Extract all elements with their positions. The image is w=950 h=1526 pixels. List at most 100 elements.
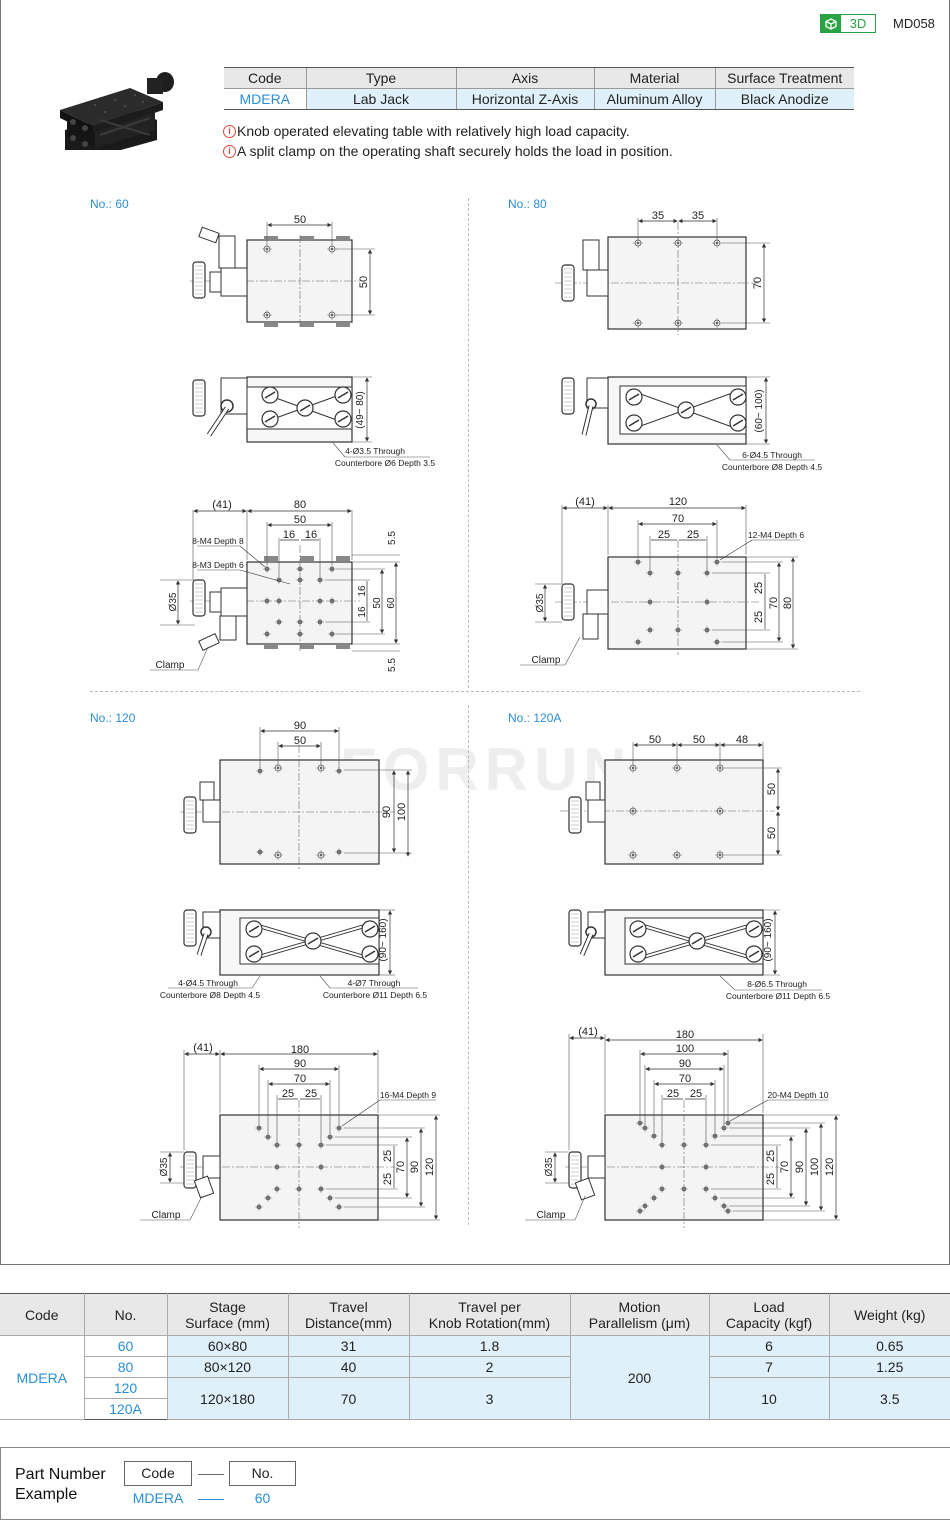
svg-text:70: 70 (294, 1073, 306, 1085)
svg-text:50: 50 (294, 735, 306, 747)
drawing-label-80: No.: 80 (508, 197, 547, 211)
svg-text:35: 35 (652, 210, 664, 222)
svg-text:Clamp: Clamp (532, 655, 561, 666)
svg-text:25: 25 (765, 1150, 777, 1162)
spec-header-material: Material (593, 67, 715, 89)
cell-surface: 80×120 (166, 1356, 289, 1378)
part-number-example: Part Number Example Code No. MDERA 60 (0, 1447, 950, 1520)
svg-text:8-M3 Depth 6: 8-M3 Depth 6 (192, 560, 244, 570)
separator (198, 1474, 224, 1475)
header-code: Code (0, 1293, 85, 1336)
separator (198, 1499, 224, 1500)
svg-text:50: 50 (372, 597, 383, 609)
drawing-120-bottom: (41) 180 90 70 25 25 16-M4 Depth 9 Ø35 C… (140, 1042, 440, 1228)
info-icon: i (223, 124, 236, 138)
drawing-120-top: 90 50 90 100 (180, 720, 412, 870)
svg-text:16: 16 (305, 529, 317, 541)
drawing-80-bottom: (41) 120 70 25 25 12-M4 Depth 6 Ø35 Clam… (520, 496, 804, 666)
cell-no: 60 (83, 1335, 168, 1357)
cell-travel: 31 (287, 1335, 410, 1357)
divider (90, 691, 860, 692)
svg-text:5.5: 5.5 (387, 658, 398, 672)
svg-text:70: 70 (779, 1161, 791, 1173)
svg-text:Ø35: Ø35 (168, 592, 179, 611)
drawing-80-top: 35 35 70 (555, 210, 770, 335)
svg-text:Clamp: Clamp (156, 660, 185, 671)
drawing-label-120: No.: 120 (90, 711, 136, 725)
svg-text:70: 70 (395, 1161, 407, 1173)
svg-text:80: 80 (294, 499, 306, 511)
drawing-label-120a: No.: 120A (508, 711, 562, 725)
svg-text:70: 70 (679, 1073, 691, 1085)
header-travel-distance: Travel Distance(mm) (287, 1293, 410, 1336)
table-row: MDERA 60 60×80 31 1.8 200 6 0.65 (0, 1335, 950, 1420)
svg-text:(60~ 100): (60~ 100) (754, 389, 765, 432)
svg-text:Clamp: Clamp (537, 1210, 566, 1221)
svg-text:50: 50 (294, 514, 306, 526)
header-stage-surface: Stage Surface (mm) (166, 1293, 289, 1336)
svg-text:(41): (41) (193, 1042, 213, 1054)
product-photo (60, 72, 174, 150)
spec-table: Code Type Axis Material Surface Treatmen… (224, 67, 854, 110)
svg-text:25: 25 (690, 1088, 702, 1100)
table-row: 80 80×120 40 2 7 1.25 (0, 1356, 950, 1378)
spec-header-type: Type (305, 67, 456, 89)
technical-drawings: 50 50 (49~ 80) 4-Ø3.5 Through Counterbor… (140, 210, 840, 1228)
svg-text:120: 120 (424, 1158, 436, 1176)
svg-text:25: 25 (687, 529, 699, 541)
svg-text:(49~ 80): (49~ 80) (355, 391, 366, 429)
model-code: MD058 (893, 16, 935, 31)
svg-text:35: 35 (692, 210, 704, 222)
svg-text:(41): (41) (212, 499, 232, 511)
cell-load: 10 (708, 1377, 830, 1420)
svg-text:25: 25 (382, 1150, 394, 1162)
spec-header-surface: Surface Treatment (714, 67, 854, 89)
drawing-60-top: 50 50 (190, 214, 375, 328)
table-row: 120A (0, 1398, 950, 1420)
svg-text:4-Ø7 Through: 4-Ø7 Through (348, 978, 401, 988)
drawing-60-bottom: (41) 80 50 16 16 8-M4 Depth 8 8-M3 Depth… (150, 499, 400, 672)
svg-text:90: 90 (409, 1161, 421, 1173)
svg-text:Ø35: Ø35 (159, 1157, 170, 1176)
spec-code: MDERA (224, 88, 306, 110)
divider (468, 198, 469, 688)
svg-text:25: 25 (667, 1088, 679, 1100)
part-number-title: Part Number Example (15, 1466, 106, 1503)
svg-text:50: 50 (693, 734, 705, 746)
drawing-120a-bottom: (41) 180 100 90 70 25 25 20-M4 Depth 10 … (525, 1026, 840, 1228)
svg-text:4-Ø4.5 Through: 4-Ø4.5 Through (178, 978, 238, 988)
cell-surface: 60×80 (166, 1335, 289, 1357)
specifications-table: Code No. Stage Surface (mm) Travel Dista… (0, 1293, 950, 1420)
svg-text:20-M4 Depth 10: 20-M4 Depth 10 (768, 1090, 829, 1100)
svg-text:180: 180 (676, 1029, 694, 1041)
svg-text:50: 50 (649, 734, 661, 746)
svg-text:50: 50 (358, 276, 370, 288)
svg-text:120: 120 (824, 1158, 836, 1176)
svg-text:12-M4 Depth 6: 12-M4 Depth 6 (748, 530, 804, 540)
svg-text:100: 100 (396, 803, 408, 821)
drawing-120-side: (90~ 160) 4-Ø4.5 Through Counterbore Ø8 … (160, 909, 427, 1000)
cell-weight: 0.65 (828, 1335, 950, 1357)
svg-text:90: 90 (794, 1161, 806, 1173)
cell-no: 120A (84, 1398, 167, 1420)
svg-text:(41): (41) (575, 496, 595, 508)
svg-text:25: 25 (753, 582, 765, 594)
svg-text:90: 90 (294, 720, 306, 732)
svg-text:25: 25 (658, 529, 670, 541)
cell-load: 7 (708, 1356, 830, 1378)
spec-type: Lab Jack (305, 88, 456, 110)
svg-text:90: 90 (679, 1058, 691, 1070)
spec-header-code: Code (224, 67, 306, 89)
code-value: MDERA (132, 1490, 184, 1506)
3d-model-button[interactable]: 3D (820, 14, 876, 33)
cell-per-rotation: 1.8 (408, 1335, 571, 1357)
header-travel-per-rotation: Travel per Knob Rotation(mm) (408, 1293, 571, 1336)
cell-per-rotation: 2 (408, 1356, 571, 1378)
svg-text:8-M4 Depth 8: 8-M4 Depth 8 (192, 536, 244, 546)
no-value: 60 (254, 1490, 271, 1506)
svg-text:50: 50 (766, 827, 778, 839)
drawing-80-side: (60~ 100) 6-Ø4.5 Through Counterbore Ø8 … (561, 376, 822, 472)
svg-text:16: 16 (283, 529, 295, 541)
